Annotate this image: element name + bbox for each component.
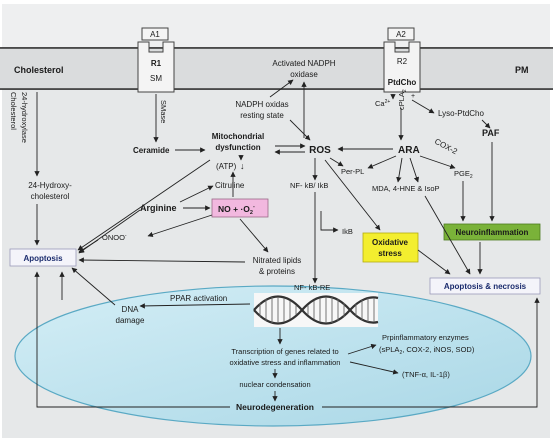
proinflam-1: Prpinflammatory enzymes [382, 333, 469, 342]
pge2-label: PGE2 [454, 169, 473, 180]
neuroinflammation-label: Neuroinflammation [456, 228, 529, 237]
citruline-label: Citruline [215, 181, 245, 190]
receptor2-label: R2 [397, 57, 408, 66]
lyso-ptdcho-label: Lyso-PtdCho [438, 109, 485, 118]
dna-helix [253, 293, 379, 327]
dna-damage-2: damage [116, 316, 145, 325]
ikb-label: IkB [342, 227, 353, 236]
hydroxy-cholesterol-1: 24-Hydroxy- [28, 181, 72, 190]
paf-label: PAF [482, 128, 500, 138]
receptor1-ligand-label: A1 [150, 30, 160, 39]
mito-label-1: Mitochondrial [212, 132, 264, 141]
nucleus [14, 285, 532, 427]
cholesterol-label: Cholesterol [14, 65, 64, 75]
plus-sign: + [411, 93, 415, 100]
tnf-label: (TNF-α, IL-1β) [402, 370, 450, 379]
nfkb-ikb-label: NF- kB/ IkB [290, 181, 328, 190]
per-pl-label: Per-PL [341, 167, 364, 176]
nadph-active-2: oxidase [290, 70, 318, 79]
ppar-label: PPAR activation [170, 294, 227, 303]
apoptosis-box [9, 248, 77, 267]
no-superoxide-box [211, 198, 269, 218]
nitrated-label-2: & proteins [259, 267, 295, 276]
neuroinflammation-box [443, 223, 541, 241]
nadph-rest-1: NADPH oxidas [235, 100, 288, 109]
apoptosis-necrosis-label: Apoptosis & necrosis [444, 282, 527, 291]
pm-label: PM [515, 65, 529, 75]
nitrated-label-1: Nitrated lipids [253, 256, 301, 265]
receptor-r1: A1 R1 SM [137, 27, 175, 93]
ptdcho-label: PtdCho [388, 78, 417, 87]
apoptosis-necrosis-box [429, 277, 541, 295]
neurodegeneration-label: Neurodegeneration [236, 402, 314, 412]
hydroxylase-label-1: Cholesterol [9, 92, 18, 130]
oxidative-stress-label-1: Oxidative [372, 238, 409, 247]
ceramide-label: Ceramide [133, 146, 170, 155]
arginine-label: Arginine [140, 203, 177, 213]
hydroxylase-label-2: 24-hydroxylase [20, 92, 29, 143]
oxidative-stress-box [362, 232, 419, 263]
hydroxy-cholesterol-2: cholesterol [31, 192, 70, 201]
atp-label: (ATP) [216, 162, 237, 171]
ros-label: ROS [309, 145, 331, 156]
nadph-active-1: Activated NADPH [272, 59, 335, 68]
no-superoxide-label: NO + ·O2- [218, 204, 255, 216]
dna-damage-1: DNA [122, 305, 140, 314]
apoptosis-label: Apoptosis [23, 254, 63, 263]
cpla2-label: cPLA2 [397, 89, 408, 110]
pathway-arrows [34, 79, 540, 408]
atp-down-arrow: ↓ [240, 161, 245, 171]
transcription-2: oxidative stress and inflammation [230, 358, 341, 367]
receptor-r2: A2 R2 PtdCho [383, 27, 421, 93]
nadph-rest-2: resting state [240, 111, 284, 120]
ca-label: Ca2+ [375, 99, 390, 108]
nuclear-condensation-label: nuclear condensation [239, 380, 310, 389]
ara-label: ARA [398, 145, 420, 156]
transcription-1: Transcription of genes related to [231, 347, 338, 356]
extracellular-space [2, 4, 550, 48]
nfkb-re-label: NF- kB-RE [294, 283, 330, 292]
receptor1-label: R1 [151, 59, 162, 68]
plasma-membrane [0, 48, 553, 89]
proinflam-2: (sPLA2, COX-2, iNOS, SOD) [379, 345, 475, 356]
onoo-label: ONOO- [102, 233, 127, 242]
oxidative-stress-label-2: stress [378, 249, 402, 258]
smase-label: SMase [159, 100, 168, 123]
receptor2-ligand-label: A2 [396, 30, 406, 39]
mito-label-2: dysfunction [215, 143, 260, 152]
mda-label: MDA, 4-HNE & IsoP [372, 184, 440, 193]
sm-label: SM [150, 74, 162, 83]
